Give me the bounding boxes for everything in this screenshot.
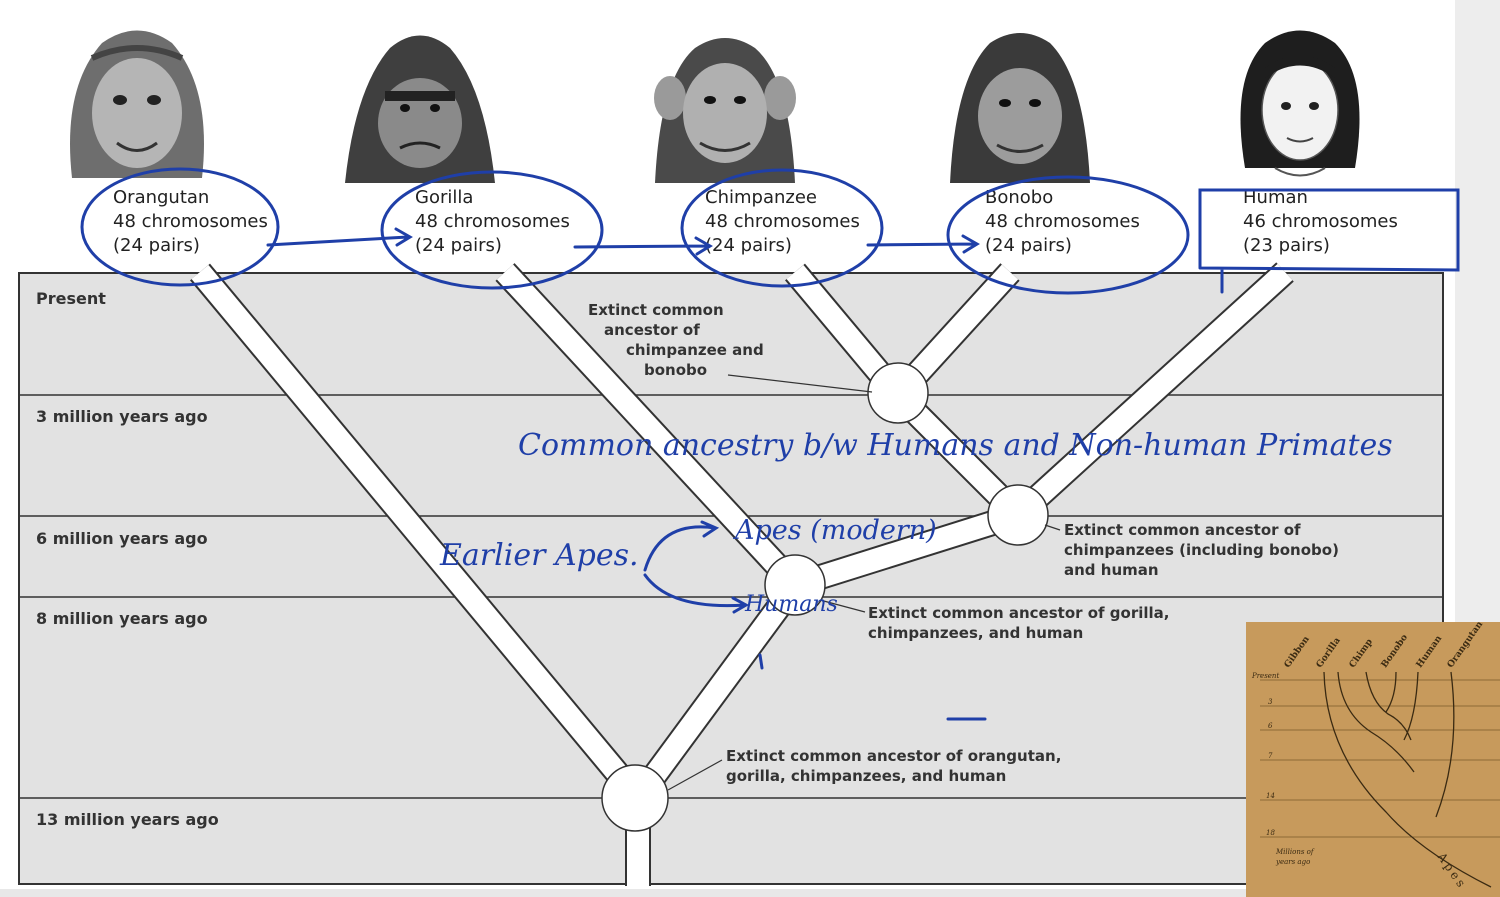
pointer-gorilla [819, 599, 866, 613]
arrow-gorilla-chimp [573, 236, 713, 256]
inset-tree [1260, 671, 1500, 888]
node-chimp-human [987, 484, 1049, 546]
human-portrait [1240, 30, 1360, 177]
handwriting-earlier-apes: Earlier Apes. [440, 538, 639, 573]
node-orangutan-root [601, 764, 669, 832]
arrow-humans [643, 573, 750, 614]
circle-bonobo [946, 175, 1190, 295]
inset-tick-6: 6 [1268, 722, 1273, 730]
arrow-orangutan-gorilla [266, 227, 413, 247]
bonobo-portrait [950, 33, 1090, 183]
circle-chimpanzee [680, 168, 884, 288]
pointer-chimp-human [1044, 524, 1061, 531]
era-6mya: 6 million years ago [36, 529, 208, 548]
era-present: Present [36, 289, 106, 308]
pointer-chimp-bonobo [727, 374, 873, 393]
inset-tick-18: 18 [1266, 829, 1275, 837]
note-gorilla: Extinct common ancestor of gorilla, chim… [868, 604, 1170, 642]
inset-tick-14: 14 [1266, 792, 1275, 800]
note-orangutan: Extinct common ancestor of orangutan, go… [726, 747, 1062, 785]
gorilla-portrait [345, 35, 495, 183]
pen-mark [758, 653, 764, 670]
inset-tick-3: 3 [1268, 698, 1273, 706]
arrow-apes-modern [643, 520, 720, 572]
slide-bottom-edge [0, 889, 1500, 897]
circle-gorilla [380, 170, 604, 290]
inset-present: Present [1252, 672, 1280, 680]
note-chimp-bonobo: Extinct common ancestor of chimpanzee an… [588, 301, 764, 379]
handwriting-humans: Humans [745, 592, 838, 617]
arrow-chimp-bonobo [866, 234, 980, 254]
chimpanzee-portrait [654, 38, 796, 183]
node-chimp-bonobo [867, 362, 929, 424]
inset-tick-7: 7 [1268, 752, 1273, 760]
era-3mya: 3 million years ago [36, 407, 208, 426]
pointer-orangutan [667, 759, 723, 791]
handwriting-common-ancestry: Common ancestry b/w Humans and Non-human… [518, 428, 1393, 463]
orangutan-portrait [70, 30, 204, 178]
inset-axis-label: Millions of years ago [1276, 848, 1314, 866]
handwriting-apes-modern: Apes (modern) [735, 515, 937, 546]
timeline-panel [18, 272, 1444, 885]
note-chimp-human: Extinct common ancestor of chimpanzees (… [1064, 521, 1339, 579]
inset-phylogeny: Gibbon Gorilla Chimp Bonobo Human Orangu… [1246, 620, 1500, 897]
circle-orangutan [80, 167, 280, 287]
node-gorilla-chimp-human [764, 554, 826, 616]
box-human [1198, 188, 1460, 294]
era-13mya: 13 million years ago [36, 810, 219, 829]
era-8mya: 8 million years ago [36, 609, 208, 628]
handwriting-strokes [80, 167, 1460, 721]
